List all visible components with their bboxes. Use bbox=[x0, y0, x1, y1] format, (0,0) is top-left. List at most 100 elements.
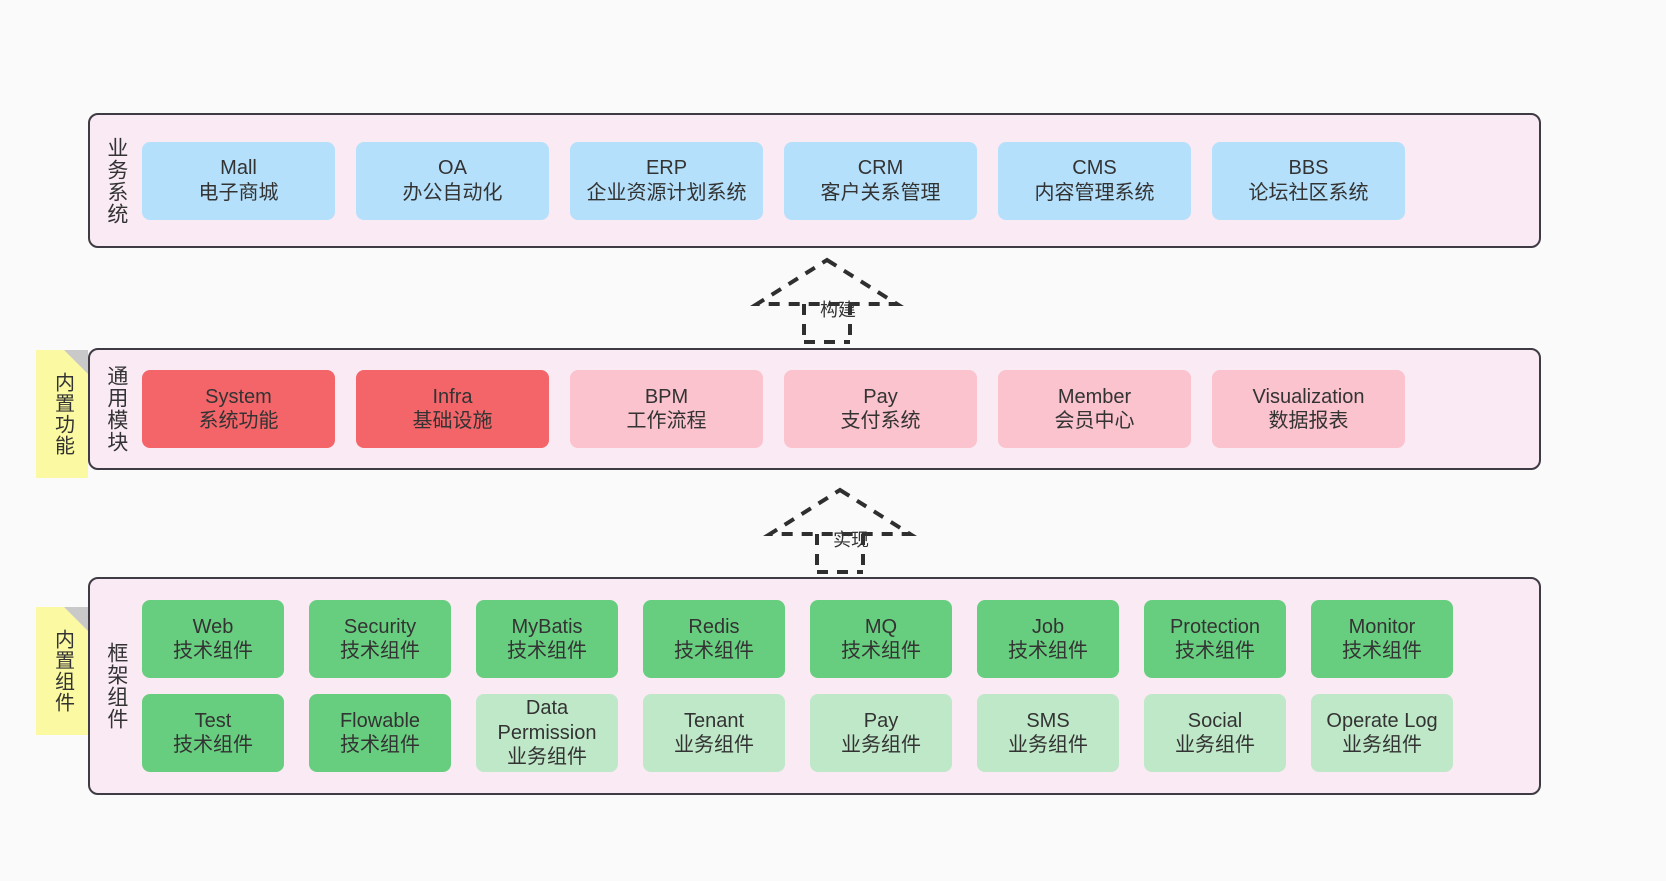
connector-label-build: 构建 bbox=[820, 300, 856, 320]
generalization-arrow-icon bbox=[763, 487, 917, 574]
node-label-en: Operate Log bbox=[1326, 709, 1438, 732]
node-label-en: Tenant bbox=[683, 709, 745, 732]
folded-corner-icon bbox=[64, 350, 88, 374]
node-label-en: BBS bbox=[1288, 157, 1329, 180]
node-label-en: Social bbox=[1187, 709, 1243, 732]
node-label-cn: 技术组件 bbox=[1175, 640, 1255, 662]
node-label-en: ERP bbox=[645, 157, 688, 180]
node-label-en: Member bbox=[1057, 385, 1132, 408]
node-label-en: CMS bbox=[1072, 157, 1117, 180]
node-label-en: Pay bbox=[863, 709, 899, 732]
node-label-cn: 内容管理系统 bbox=[1034, 181, 1155, 204]
node-label-en: OA bbox=[438, 157, 467, 180]
node-label-cn: 系统功能 bbox=[198, 410, 279, 432]
node-label-cn: 技术组件 bbox=[674, 640, 754, 662]
node-label-en: SMS bbox=[1026, 709, 1070, 732]
node-label-en: System bbox=[205, 385, 272, 408]
node-label-en: BPM bbox=[644, 385, 689, 408]
sticky-note-framework: 内置组件 bbox=[36, 607, 88, 735]
node-label-en: CRM bbox=[857, 157, 904, 180]
node-label-cn: 基础设施 bbox=[412, 410, 493, 432]
node-label-cn: 工作流程 bbox=[626, 410, 707, 432]
node-label-cn: 技术组件 bbox=[1342, 640, 1422, 662]
node-label-cn: 业务组件 bbox=[841, 734, 921, 756]
node-label-cn: 技术组件 bbox=[173, 640, 253, 662]
node-label-en: Protection bbox=[1169, 615, 1261, 638]
node-label-cn: 客户关系管理 bbox=[820, 181, 941, 204]
node-label-cn: 会员中心 bbox=[1054, 410, 1135, 432]
node-label-en: Visualization bbox=[1252, 385, 1365, 408]
node-label-en: Redis bbox=[688, 615, 740, 638]
node-label-cn: 技术组件 bbox=[340, 640, 420, 662]
node-label-cn: 业务组件 bbox=[1342, 734, 1422, 756]
connector-implement: 实现 bbox=[763, 487, 920, 574]
node-label-en: Monitor bbox=[1348, 615, 1416, 638]
node-label-cn: 业务组件 bbox=[507, 746, 587, 769]
node-label-cn: 电子商城 bbox=[198, 181, 279, 204]
layer-title-framework: 框架组件 bbox=[104, 642, 128, 730]
node-label-en: Mall bbox=[220, 157, 257, 180]
layer-title-common-module: 通用模块 bbox=[104, 365, 128, 453]
node-label-en: Flowable bbox=[339, 709, 421, 732]
sticky-note-common-module: 内置功能 bbox=[36, 350, 88, 478]
node-label-cn: 业务组件 bbox=[1175, 734, 1255, 756]
node-label-en: Web bbox=[192, 615, 234, 638]
node-label-cn: 技术组件 bbox=[173, 734, 253, 756]
node-label-en: Infra bbox=[432, 385, 473, 408]
node-label-cn: 数据报表 bbox=[1268, 410, 1349, 432]
node-label-en: Pay bbox=[863, 385, 898, 408]
node-label-cn: 论坛社区系统 bbox=[1248, 181, 1369, 204]
node-label-cn: 业务组件 bbox=[1008, 734, 1088, 756]
node-label-cn: 技术组件 bbox=[340, 734, 420, 756]
node-label-cn: 办公自动化 bbox=[402, 181, 503, 204]
connector-label-implement: 实现 bbox=[833, 530, 869, 550]
node-label-en: Job bbox=[1031, 615, 1065, 638]
layer-title-business: 业务系统 bbox=[104, 136, 128, 225]
node-label-cn: 企业资源计划系统 bbox=[586, 181, 747, 204]
node-label-cn: 业务组件 bbox=[674, 734, 754, 756]
connector-build: 构建 bbox=[750, 257, 907, 344]
node-label-en: Data Permission bbox=[497, 697, 597, 744]
node-label-cn: 技术组件 bbox=[507, 640, 587, 662]
node-label-en: Test bbox=[194, 709, 232, 732]
